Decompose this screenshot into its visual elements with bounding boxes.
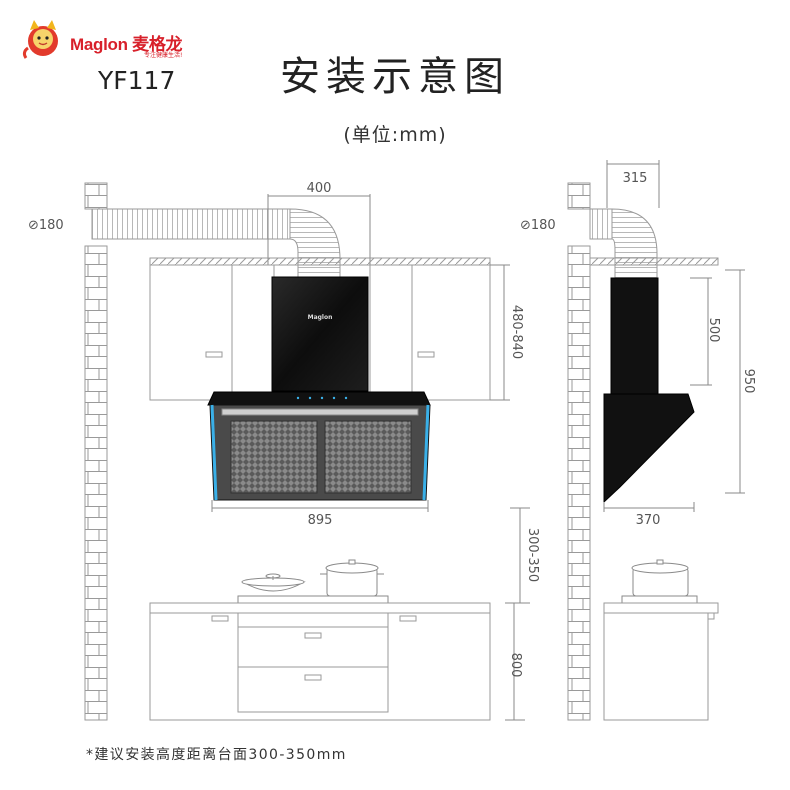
- side-duct-elbow: [611, 208, 658, 279]
- hood-top-bar: [207, 391, 431, 406]
- brand-logo: Maglon 麦格龙 专注健康生活!: [18, 14, 188, 64]
- wok-icon: [241, 573, 306, 592]
- counter-height-label: 800: [508, 653, 523, 678]
- ceiling-line: [149, 257, 491, 266]
- hob: [237, 595, 389, 604]
- side-depth-label: 315: [623, 171, 648, 186]
- unit-label: (单位:mm): [343, 124, 447, 146]
- side-wall-top-brick: [567, 182, 591, 210]
- panel-brand-label: Maglon: [308, 314, 333, 321]
- side-hood-body: [603, 393, 695, 504]
- brand-slogan: 专注健康生活!: [144, 52, 183, 59]
- hood-glass-panel: [271, 276, 369, 392]
- upper-cabinet-right: [411, 264, 491, 401]
- chimney-height-label: 500: [706, 318, 721, 343]
- wall-top-brick: [84, 182, 108, 210]
- duct-diameter-label: ⊘180: [28, 218, 64, 233]
- brick-wall: [84, 245, 108, 721]
- countertop: [149, 602, 491, 614]
- total-height-label: 950: [741, 369, 756, 394]
- control-panel-leds: [296, 396, 348, 400]
- duct-elbow: [289, 208, 341, 279]
- hob-clearance-label: 300-350: [525, 528, 540, 582]
- side-hood-depth-label: 370: [636, 513, 661, 528]
- side-hood-chimney: [610, 277, 659, 395]
- upper-cabinet-left: [149, 264, 233, 401]
- hood-width-label: 895: [308, 513, 333, 528]
- installation-note: *建议安装高度距离台面300-350mm: [86, 747, 347, 763]
- cabinet-height-label: 480-840: [509, 305, 524, 359]
- hood-top-width-label: 400: [307, 181, 332, 196]
- grease-filter-left: [230, 420, 318, 494]
- brand-name: Maglon 麦格龙: [70, 35, 183, 54]
- page-title: 安装示意图: [280, 54, 510, 100]
- side-pot-icon: [631, 559, 689, 597]
- svg-text:⊘180: ⊘180: [28, 218, 64, 233]
- side-base-cabinet: [603, 612, 709, 721]
- side-duct-diameter-label: ⊘180: [520, 218, 556, 233]
- side-brick-wall: [567, 245, 591, 721]
- model-number: YF117: [98, 66, 176, 95]
- pot-icon: [320, 559, 384, 597]
- grease-filter-right: [324, 420, 412, 494]
- exhaust-duct: [91, 208, 291, 240]
- mascot-icon: [22, 20, 58, 59]
- side-countertop: [603, 602, 719, 614]
